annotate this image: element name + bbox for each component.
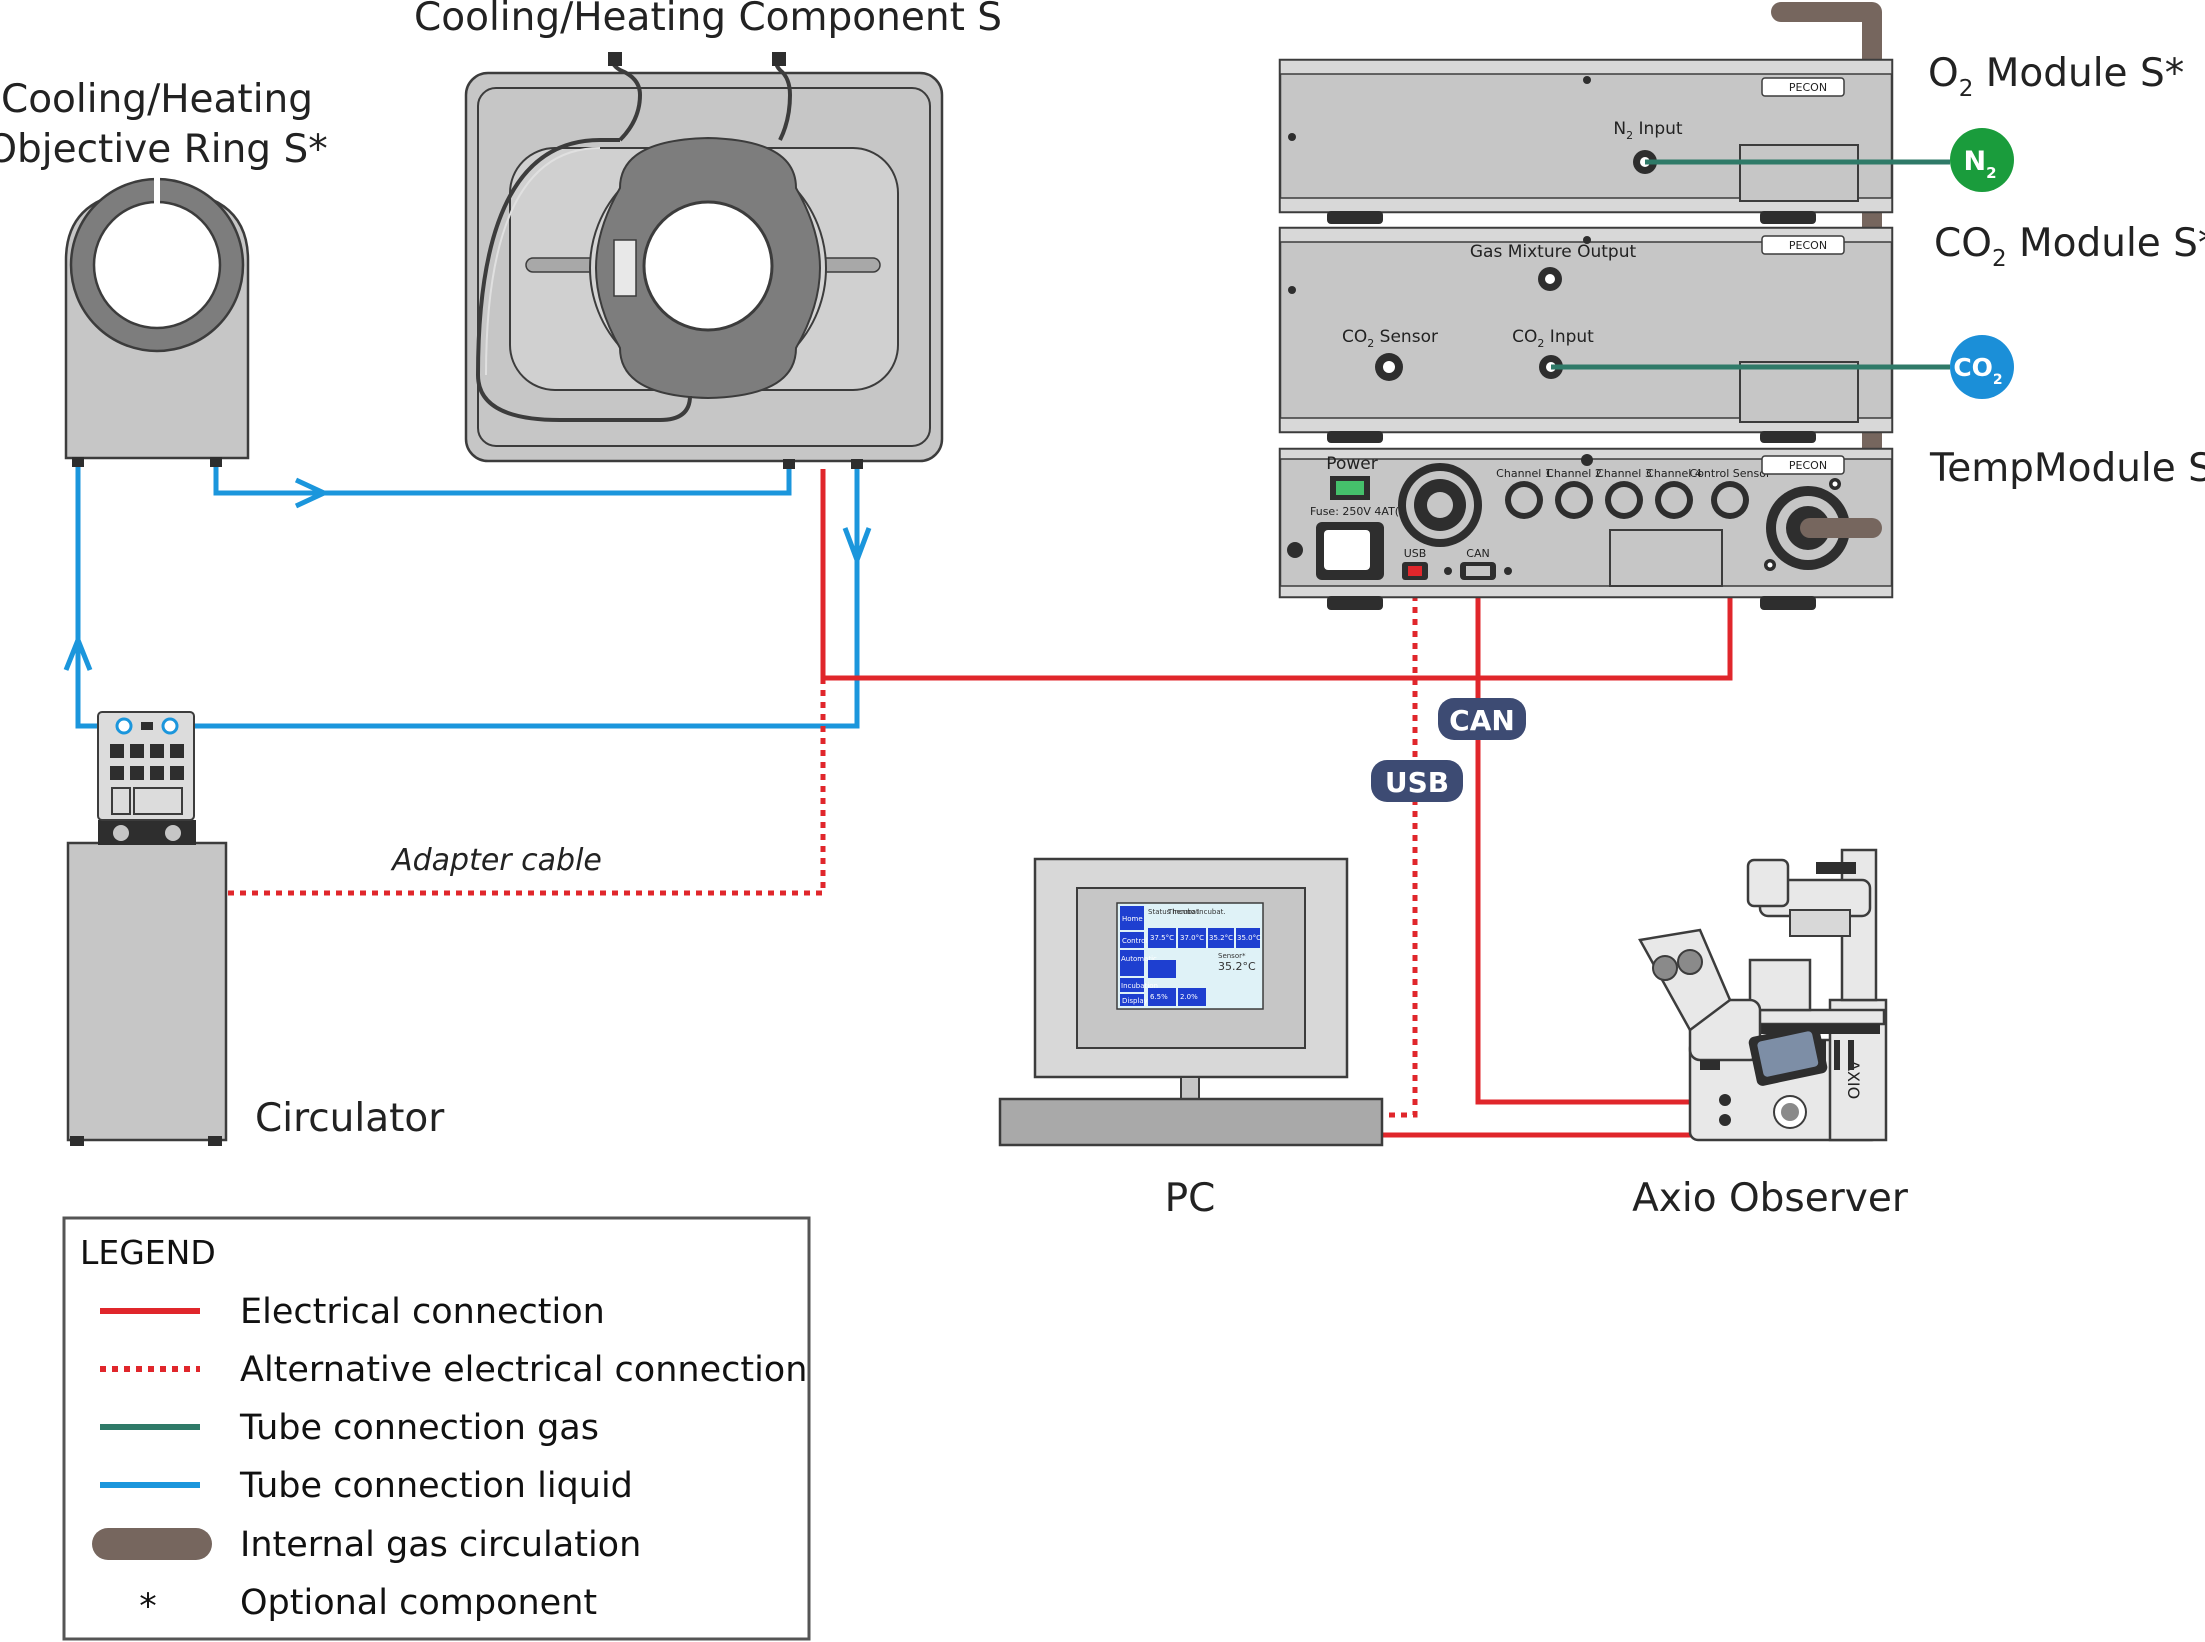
- screen-reading-3: 35.2°C: [1209, 934, 1233, 942]
- temp-module: Power Fuse: 250V 4AT(H) USB CAN Channel …: [1278, 447, 1894, 610]
- screen-reading-6: 2.0%: [1180, 993, 1198, 1001]
- pc-label: PC: [1165, 1176, 1216, 1221]
- circulator: [66, 711, 228, 1146]
- axio-observer-label: Axio Observer: [1632, 1176, 1909, 1221]
- gas-mixture-output-label: Gas Mixture Output: [1470, 242, 1637, 262]
- temp-module-label: TempModule S: [1929, 446, 2205, 491]
- screen-reading-2: 37.0°C: [1180, 934, 1204, 942]
- screen-menu-home: Home: [1122, 915, 1143, 923]
- legend-label-gas-tube: Tube connection gas: [239, 1408, 599, 1448]
- screen-menu-display: Display: [1122, 997, 1148, 1005]
- alternative-electrical-connections: [228, 583, 1418, 1118]
- co2-module-label: CO2 Module S*: [1934, 221, 2205, 272]
- o2-brand-plate: PECON: [1789, 81, 1827, 94]
- co2-input-label: CO2 Input: [1512, 327, 1594, 350]
- cooling-heating-component-s: [464, 52, 944, 469]
- co2-brand-plate: PECON: [1789, 239, 1827, 252]
- n2-input-label: N2 Input: [1613, 119, 1682, 142]
- channel-1-label: Channel 1: [1496, 467, 1552, 480]
- legend-title: LEGEND: [80, 1233, 216, 1272]
- flow-arrows: [63, 477, 872, 671]
- pc: Home Control Automatic Incubation Displa…: [998, 857, 1384, 1147]
- screen-tab-status: Status Incubat.: [1148, 908, 1201, 916]
- legend-label-internal-gas: Internal gas circulation: [240, 1525, 641, 1565]
- usb-port-label: USB: [1404, 547, 1427, 560]
- co2-source: [1950, 335, 2014, 399]
- n2-source-label: N2: [1963, 146, 1996, 182]
- screen-sensor-value: 35.2°C: [1218, 960, 1256, 973]
- o2-module: PECON N2 Input: [1278, 58, 1894, 224]
- axio-observer-microscope: AXIO: [1638, 848, 1888, 1142]
- channel-4-label: Channel 4: [1646, 467, 1702, 480]
- objective-ring-label-line2: Objective Ring S*: [0, 127, 328, 172]
- control-sensor-label: Control Sensor: [1690, 467, 1771, 480]
- component-s-label: Cooling/Heating Component S: [414, 0, 1002, 40]
- legend-label-liquid-tube: Tube connection liquid: [239, 1466, 633, 1506]
- screen-menu-automatic: Automatic: [1121, 955, 1157, 963]
- legend-label-electrical: Electrical connection: [240, 1292, 605, 1332]
- circulator-label: Circulator: [255, 1096, 445, 1141]
- electrical-connections: [820, 469, 1733, 1138]
- adapter-cable-label: Adapter cable: [390, 843, 602, 878]
- liquid-tubes: [75, 467, 860, 729]
- can-port-label: CAN: [1466, 547, 1489, 560]
- screen-reading-1: 37.5°C: [1150, 934, 1174, 942]
- co2-module: PECON Gas Mixture Output CO2 Sensor CO2 …: [1278, 226, 1894, 443]
- screen-menu-control: Control: [1122, 937, 1147, 945]
- screen-sensor-label: Sensor*: [1218, 952, 1246, 960]
- usb-badge-label: USB: [1385, 766, 1449, 799]
- channel-2-label: Channel 2: [1546, 467, 1602, 480]
- co2-source-label: CO2: [1953, 353, 2002, 388]
- power-label: Power: [1326, 454, 1377, 474]
- temp-brand-plate: PECON: [1789, 459, 1827, 472]
- legend-swatch-optional: *: [139, 1587, 157, 1627]
- objective-ring: [64, 176, 250, 467]
- legend-label-optional: Optional component: [240, 1583, 597, 1623]
- co2-sensor-label: CO2 Sensor: [1342, 327, 1438, 350]
- screen-menu-incubation: Incubation: [1121, 982, 1158, 990]
- gas-tubes: [1551, 159, 1950, 370]
- legend-label-alt-electrical: Alternative electrical connection: [240, 1350, 807, 1390]
- objective-ring-label-line1: Cooling/Heating: [1, 77, 313, 122]
- screen-reading-5: 6.5%: [1150, 993, 1168, 1001]
- screen-reading-4: 35.0°C: [1237, 934, 1261, 942]
- can-badge: CAN: [1438, 698, 1526, 740]
- fuse-label: Fuse: 250V 4AT(H): [1310, 505, 1412, 518]
- legend: LEGEND Electrical connection Alternative…: [62, 1216, 811, 1641]
- o2-module-label: O2 Module S*: [1928, 51, 2184, 102]
- channel-3-label: Channel 3: [1596, 467, 1652, 480]
- usb-badge: USB: [1371, 760, 1463, 802]
- n2-source: [1950, 128, 2014, 192]
- can-badge-label: CAN: [1449, 704, 1515, 737]
- screen-tab-thermo: Thermo Incubat.: [1167, 908, 1226, 916]
